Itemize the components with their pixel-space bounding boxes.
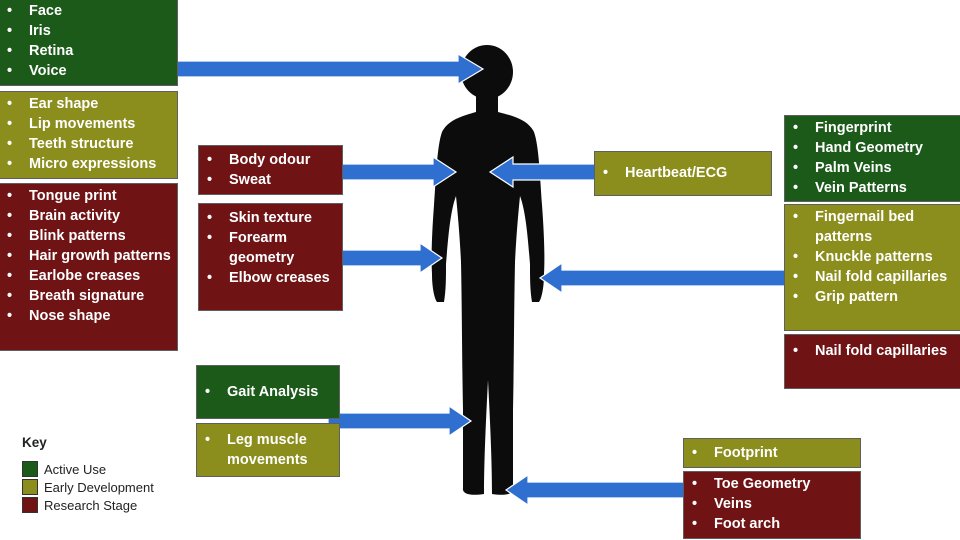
- biometric-item: Grip pattern: [793, 287, 955, 307]
- biometric-item: Micro expressions: [7, 154, 171, 174]
- human-silhouette: [431, 45, 545, 495]
- biometric-item: Blink patterns: [7, 226, 171, 246]
- box-hand-research-stage: Nail fold capillaries: [784, 334, 960, 389]
- biometric-item: Lip movements: [7, 114, 171, 134]
- biometric-item: Forearm geometry: [207, 228, 336, 268]
- biometric-item: Gait Analysis: [205, 382, 318, 402]
- biometric-item: Iris: [7, 21, 171, 41]
- biometric-item: Retina: [7, 41, 171, 61]
- legend: Key Active Use Early Development Researc…: [22, 435, 154, 514]
- biometric-item: Nose shape: [7, 306, 171, 326]
- biometric-item: Tongue print: [7, 186, 171, 206]
- box-heart-early-development: Heartbeat/ECG: [594, 151, 772, 196]
- biometric-item: Brain activity: [7, 206, 171, 226]
- biometric-item: Knuckle patterns: [793, 247, 955, 267]
- biometric-item: Elbow creases: [207, 268, 336, 288]
- box-head-research-stage: Tongue printBrain activityBlink patterns…: [0, 183, 178, 351]
- silhouette-head: [461, 45, 513, 99]
- box-hand-early-development: Fingernail bed patternsKnuckle patternsN…: [784, 204, 960, 331]
- arrow-arm: [327, 241, 444, 275]
- biometric-item: Hair growth patterns: [7, 246, 171, 266]
- biometric-item: Fingernail bed patterns: [793, 207, 955, 247]
- biometric-item: Skin texture: [207, 208, 336, 228]
- arrow-foot: [504, 473, 687, 507]
- legend-label: Research Stage: [44, 497, 138, 513]
- biometric-item: Nail fold capillaries: [793, 341, 955, 361]
- legend-swatch: [22, 461, 38, 477]
- biometric-item: Vein Patterns: [793, 178, 955, 198]
- silhouette-neck: [476, 94, 498, 116]
- biometric-item: Voice: [7, 61, 171, 81]
- box-hand-active-use: FingerprintHand GeometryPalm VeinsVein P…: [784, 115, 960, 202]
- legend-label: Active Use: [44, 461, 107, 477]
- biometric-item: Hand Geometry: [793, 138, 955, 158]
- box-leg-early-development: Leg muscle movements: [196, 423, 340, 477]
- legend-item-research-stage: Research Stage: [22, 496, 154, 514]
- biometric-item: Palm Veins: [793, 158, 955, 178]
- biometric-item: Ear shape: [7, 94, 171, 114]
- silhouette-body: [431, 112, 545, 495]
- arrows: [166, 52, 801, 507]
- biometric-item: Fingerprint: [793, 118, 955, 138]
- box-leg-active-use: Gait Analysis: [196, 365, 340, 419]
- biometric-item: Veins: [692, 494, 854, 514]
- biometric-item: Leg muscle movements: [205, 430, 333, 470]
- arrow-head: [166, 52, 485, 86]
- box-arm-research-stage: Skin textureForearm geometryElbow crease…: [198, 203, 343, 311]
- biometric-item: Earlobe creases: [7, 266, 171, 286]
- box-body-research-stage: Body odourSweat: [198, 145, 343, 195]
- biometric-item: Nail fold capillaries: [793, 267, 955, 287]
- biometric-item: Sweat: [207, 170, 310, 190]
- legend-swatch: [22, 497, 38, 513]
- arrow-hand: [538, 261, 801, 295]
- legend-item-early-development: Early Development: [22, 478, 154, 496]
- arrow-leg: [327, 404, 473, 438]
- box-foot-research-stage: Toe GeometryVeinsFoot arch: [683, 471, 861, 539]
- biometric-item: Breath signature: [7, 286, 171, 306]
- arrow-heart: [488, 155, 601, 189]
- legend-swatch: [22, 479, 38, 495]
- biometric-item: Toe Geometry: [692, 474, 854, 494]
- box-head-active-use: FaceIrisRetinaVoice: [0, 0, 178, 86]
- arrow-body: [327, 155, 458, 189]
- biometric-item: Heartbeat/ECG: [603, 163, 727, 183]
- biometric-item: Footprint: [692, 443, 778, 463]
- legend-title: Key: [22, 435, 47, 450]
- biometric-item: Teeth structure: [7, 134, 171, 154]
- legend-item-active-use: Active Use: [22, 460, 154, 478]
- legend-label: Early Development: [44, 479, 154, 495]
- biometric-item: Face: [7, 1, 171, 21]
- biometric-item: Body odour: [207, 150, 310, 170]
- box-foot-early-development: Footprint: [683, 438, 861, 468]
- box-head-early-development: Ear shapeLip movementsTeeth structureMic…: [0, 91, 178, 179]
- biometric-item: Foot arch: [692, 514, 854, 534]
